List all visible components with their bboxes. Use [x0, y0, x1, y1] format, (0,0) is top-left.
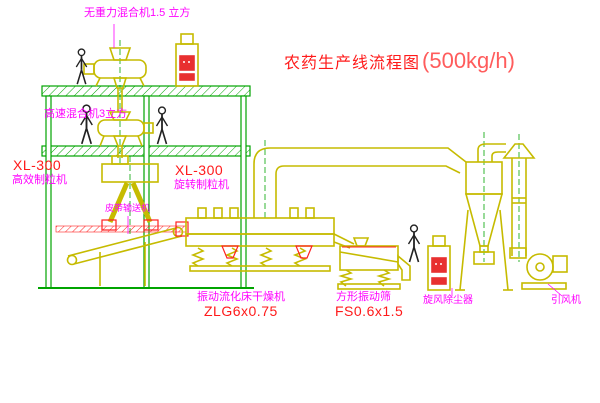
title-capacity: (500kg/h) — [422, 48, 515, 73]
building-structure — [38, 85, 254, 289]
label-belt-conveyor: 皮带输送机 — [105, 203, 151, 213]
leader-lines — [113, 24, 563, 297]
belt-conveyor — [66, 226, 184, 286]
label-dryer-model: ZLG6x0.75 — [204, 303, 278, 319]
rotary-granulator — [101, 155, 159, 231]
diagram-title: 农药生产线流程图 (500kg/h) — [284, 48, 515, 74]
label-granulator-left-name: 高效制粒机 — [12, 174, 67, 186]
high-speed-mixer — [97, 111, 154, 158]
label-granulator-right-model: XL-300 — [175, 162, 224, 178]
person-figure — [155, 106, 169, 145]
exhaust-stack — [502, 143, 536, 256]
vibrating-screen — [333, 233, 411, 290]
person-figure — [407, 224, 421, 263]
fluid-bed-dryer — [175, 207, 335, 272]
exhaust-duct — [253, 147, 467, 218]
gravity-mixer — [83, 47, 147, 112]
label-cyclone-name: 旋风除尘器 — [423, 295, 473, 306]
control-cabinet-top — [175, 33, 199, 87]
control-cabinet-right — [427, 235, 451, 291]
title-text: 农药生产线流程图 — [284, 55, 421, 72]
cyclone-separator — [455, 143, 513, 291]
label-dryer-name: 振动流化床干燥机 — [197, 291, 285, 303]
label-fan-name: 引风机 — [551, 295, 581, 306]
label-high-speed-mixer: 高速混合机3立方 — [44, 108, 128, 120]
label-granulator-right-name: 旋转制粒机 — [174, 179, 229, 191]
label-granulator-left-model: XL-300 — [13, 157, 62, 173]
person-figure — [75, 48, 88, 85]
label-screen-name: 方形振动筛 — [336, 291, 391, 303]
label-gravity-mixer: 无重力混合机1.5 立方 — [84, 7, 191, 19]
label-screen-model: FS0.6x1.5 — [335, 303, 404, 319]
induced-draft-fan — [509, 247, 568, 290]
